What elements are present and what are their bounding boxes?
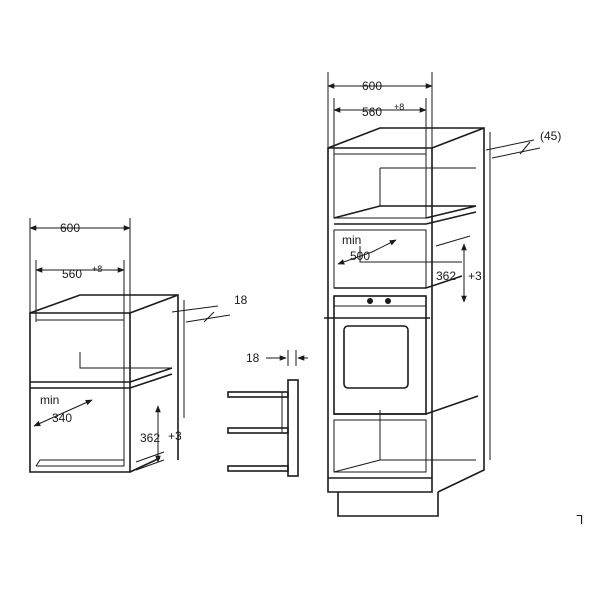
- right-oven: [333, 295, 427, 415]
- left-cabinet: 600 560 +8 18 min 340 362 +3: [29, 218, 248, 473]
- r-dim-45-tick: [519, 141, 531, 155]
- side-detail-shelf-bottom: [227, 465, 289, 472]
- right-cabinet-front: [327, 147, 433, 493]
- left-cabinet-bottom-inner: [35, 459, 124, 467]
- knob-left-icon: [367, 298, 373, 304]
- right-upper-shelf-under: [334, 211, 477, 225]
- right-microwave-shelf: [334, 275, 463, 289]
- side-detail-thickness: 18: [246, 351, 260, 365]
- left-cabinet-shelf-lower: [30, 373, 173, 389]
- right-min-label: min: [342, 233, 361, 247]
- right-plinth: [337, 492, 439, 517]
- side-detail-wall: [287, 379, 299, 477]
- left-width-inner-tol: +8: [92, 264, 102, 274]
- dim-18-line: [171, 305, 219, 313]
- right-lower-floor: [333, 459, 381, 473]
- right-width-inner: 560: [362, 105, 382, 119]
- right-side-depth: (45): [540, 129, 561, 143]
- r-dim-45-line-a: [485, 139, 535, 151]
- left-cabinet-top: [29, 294, 179, 460]
- right-oven-shelf: [334, 395, 479, 415]
- right-cabinet-top: [327, 127, 485, 493]
- left-cabinet-inner-front: [36, 319, 125, 467]
- right-width-inner-tol: +8: [394, 102, 404, 112]
- right-lower-inner: [333, 419, 427, 473]
- corner-mark: ᒣ: [576, 513, 583, 527]
- right-microwave-back: [359, 246, 462, 263]
- left-cabinet-bottom-edge: [129, 457, 161, 473]
- left-height-tol: +3: [168, 429, 182, 443]
- dim-362-left-tick-b: [135, 459, 165, 471]
- r-dim-362-tick-a: [435, 235, 471, 247]
- right-height-tol: +3: [468, 269, 482, 283]
- right-oven-window: [343, 325, 409, 389]
- left-min-label: min: [40, 393, 59, 407]
- right-width-outer: 600: [362, 79, 382, 93]
- left-height: 362: [140, 431, 160, 445]
- r-dim-500-arrow-right: [371, 239, 397, 253]
- left-width-outer: 600: [60, 221, 80, 235]
- dim-18-tick: [203, 311, 215, 323]
- right-upper-shelf: [333, 205, 477, 219]
- side-detail: 18: [227, 350, 308, 477]
- right-cabinet: 600 560 +8 (45) min 500 362 +3: [324, 72, 561, 517]
- r-dim-45-line-b: [491, 147, 541, 159]
- left-side-depth: 18: [234, 293, 248, 307]
- left-cabinet-back-line: [79, 352, 172, 369]
- right-height: 362: [436, 269, 456, 283]
- dim-340-line: [33, 399, 93, 427]
- left-width-inner: 560: [62, 267, 82, 281]
- right-cabinet-top-edge: [431, 127, 485, 149]
- side-detail-shelf-top: [227, 391, 289, 398]
- right-lower-back: [379, 410, 476, 461]
- knob-right-icon: [385, 298, 391, 304]
- r-dim-500-arrow-left: [337, 251, 373, 265]
- dim-362-left-tick-a: [135, 451, 165, 463]
- side-detail-shelf-mid: [227, 427, 289, 434]
- left-cabinet-top-edge: [129, 294, 179, 314]
- left-cabinet-shelf: [30, 367, 173, 383]
